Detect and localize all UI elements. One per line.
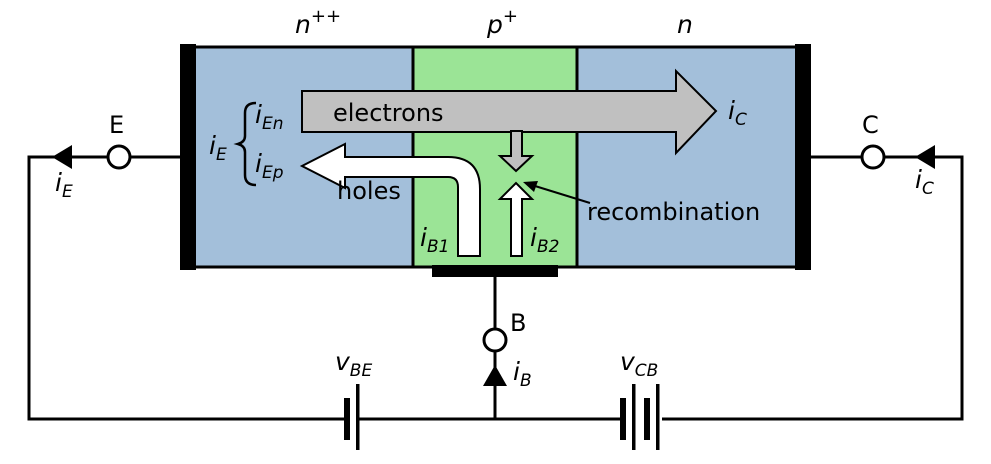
vCB-battery-plate-short-1 bbox=[620, 398, 626, 440]
iC-outer-label: iC bbox=[915, 165, 934, 199]
iEn-label: iEn bbox=[255, 100, 283, 134]
iB1-label: iB1 bbox=[420, 223, 449, 257]
base-terminal bbox=[482, 327, 508, 353]
base-contact bbox=[432, 265, 558, 277]
electrons-label: electrons bbox=[333, 99, 444, 127]
electron-flow-arrow bbox=[301, 68, 718, 156]
collector-region bbox=[577, 47, 803, 267]
vCB-battery-plate-short-2 bbox=[644, 398, 650, 440]
vCB-battery-plate-long-1 bbox=[632, 384, 636, 450]
collector-terminal bbox=[860, 144, 886, 170]
emitter-region-label: n++ bbox=[295, 6, 341, 39]
vCB-label: vCB bbox=[620, 347, 658, 381]
iE-arrowhead bbox=[52, 145, 72, 169]
iB2-label: iB2 bbox=[530, 223, 559, 257]
vBE-label: vBE bbox=[335, 347, 372, 381]
vCB-battery-plate-long-2 bbox=[656, 384, 660, 450]
collector-contact bbox=[795, 44, 811, 270]
emitter-contact bbox=[180, 44, 196, 270]
iC-inner-label: iC bbox=[728, 96, 747, 130]
recombination-hole-arrow bbox=[497, 181, 535, 257]
emitter-terminal bbox=[106, 144, 132, 170]
iE-inner-label: iE bbox=[209, 131, 227, 165]
base-region-label: p+ bbox=[486, 6, 518, 39]
emitter-terminal-label: E bbox=[109, 111, 124, 139]
collector-region-label: n bbox=[677, 10, 693, 39]
recombination-pointer bbox=[534, 185, 591, 204]
iB-label: iB bbox=[513, 357, 532, 391]
iE-outer-label: iE bbox=[55, 168, 73, 202]
base-terminal-label: B bbox=[510, 309, 526, 337]
holes-label: holes bbox=[337, 177, 401, 205]
recombination-electron-arrow bbox=[497, 130, 535, 173]
emitter-current-brace bbox=[233, 101, 257, 187]
hole-flow-arrow bbox=[299, 142, 481, 257]
iC-arrowhead bbox=[915, 145, 935, 169]
vBE-battery-plate-long bbox=[356, 384, 360, 450]
collector-terminal-label: C bbox=[862, 111, 879, 139]
iB-arrowhead bbox=[483, 365, 507, 386]
recombination-label: recombination bbox=[587, 198, 760, 226]
iEp-label: iEp bbox=[255, 149, 284, 183]
recombination-pointer-head bbox=[523, 181, 538, 192]
vBE-battery-plate-short bbox=[344, 398, 350, 440]
